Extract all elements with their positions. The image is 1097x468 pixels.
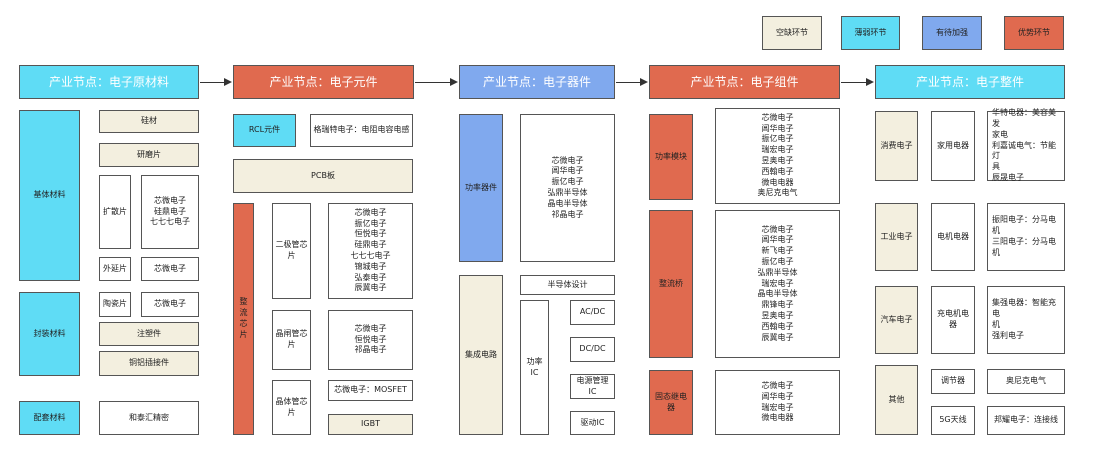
category-rectifier-bridge: 整流桥	[649, 210, 693, 358]
item-5g-antenna: 5G天线	[931, 406, 975, 435]
item-charger-appliances: 充电机电器	[931, 286, 975, 354]
company-list: 芯微电子：MOSFET	[328, 380, 413, 401]
header-assemblies: 产业节点：电子组件	[649, 65, 840, 99]
category-power-devices: 功率器件	[459, 114, 503, 262]
item-grinding-wafer: 研磨片	[99, 143, 199, 167]
item-semiconductor-design: 半导体设计	[520, 275, 615, 295]
header-devices: 产业节点：电子器件	[459, 65, 615, 99]
category-industrial-electronics: 工业电子	[875, 203, 918, 271]
legend-improve: 有待加强	[922, 16, 982, 50]
item-epitaxial-wafer: 外延片	[99, 257, 131, 281]
category-other: 其他	[875, 365, 918, 435]
category-consumer-electronics: 消费电子	[875, 111, 918, 181]
category-integrated-circuits: 集成电路	[459, 275, 503, 435]
company-list: 芯微电子	[141, 292, 199, 317]
item-pcb: PCB板	[233, 159, 413, 193]
header-raw-materials: 产业节点：电子原材料	[19, 65, 199, 99]
item-dc-dc: DC/DC	[570, 337, 615, 362]
category-packaging-materials: 封装材料	[19, 292, 80, 376]
item-home-appliances: 家用电器	[931, 111, 975, 181]
company-list: 格瑞特电子：电阻电容电感	[310, 114, 413, 147]
item-transistor-chip: 晶体管芯 片	[272, 380, 311, 435]
category-rectifier-chip: 整流 芯片	[233, 203, 254, 435]
category-supporting-materials: 配套材料	[19, 401, 80, 435]
item-ac-dc: AC/DC	[570, 300, 615, 325]
company-list: 集强电器：智能充电 机 强利电子	[987, 286, 1065, 354]
flow-arrow	[841, 77, 874, 86]
item-thyristor-chip: 晶闸管芯 片	[272, 310, 311, 370]
category-automotive-electronics: 汽车电子	[875, 286, 918, 354]
company-list: 奥尼克电气	[987, 369, 1065, 394]
item-rcl-components: RCL元件	[233, 114, 296, 147]
flow-arrow	[200, 77, 232, 86]
category-solid-state-relay: 固态继电器	[649, 370, 693, 435]
category-base-materials: 基体材料	[19, 110, 80, 281]
company-list: 芯微电子	[141, 257, 199, 281]
company-list: 芯微电子 恒悦电子 祁晶电子	[328, 310, 413, 370]
item-injection-molded: 注塑件	[99, 322, 199, 346]
flow-arrow	[616, 77, 648, 86]
item-ceramic-wafer: 陶瓷片	[99, 292, 131, 317]
header-components: 产业节点：电子元件	[233, 65, 414, 99]
company-list: 芯微电子 阊华电子 新飞电子 振亿电子 弘鼎半导体 瑞宏电子 晶电半导体 鼎锋电…	[715, 210, 840, 358]
item-copper-aluminum-connectors: 铜铝插接件	[99, 351, 199, 376]
company-list: 芯微电子 阊华电子 振亿电子 弘鼎半导体 晶电半导体 祁晶电子	[520, 114, 615, 262]
company-list: 芯微电子 阊华电子 振亿电子 瑞宏电子 昱奥电子 西翰电子 微电电器 奥尼克电气	[715, 108, 840, 204]
item-motor-appliances: 电机电器	[931, 203, 975, 271]
legend-weak: 薄弱环节	[841, 16, 900, 50]
category-power-module: 功率模块	[649, 114, 693, 200]
item-diffusion-wafer: 扩散片	[99, 175, 131, 249]
company-list: 振阳电子：分马电机 三阳电子：分马电机	[987, 203, 1065, 271]
company-list: 和泰汇精密	[99, 401, 199, 435]
item-driver-ic: 驱动IC	[570, 411, 615, 435]
company-list: 芯微电子 振亿电子 恒悦电子 硅鼎电子 七七七电子 锦城电子 弘泰电子 辰冀电子	[328, 203, 413, 299]
legend-gap: 空缺环节	[762, 16, 822, 50]
company-list: 华特电器：美容美发 家电 利嘉诚电气：节能灯 具 辰晟电子	[987, 108, 1065, 182]
item-power-management-ic: 电源管理IC	[570, 374, 615, 399]
company-list: 邦耀电子：连接线	[987, 406, 1065, 435]
item-diode-chip: 二极管芯 片	[272, 203, 311, 299]
company-list: 芯微电子 硅鼎电子 七七七电子	[141, 175, 199, 249]
flow-arrow	[415, 77, 458, 86]
header-complete-products: 产业节点：电子整件	[875, 65, 1065, 99]
item-power-ic: 功率 IC	[520, 300, 549, 435]
company-list: 芯微电子 阊华电子 瑞宏电子 微电电器	[715, 370, 840, 435]
item-silicon: 硅材	[99, 110, 199, 133]
item-regulator: 调节器	[931, 369, 975, 394]
item-igbt: IGBT	[328, 414, 413, 435]
legend-advantage: 优势环节	[1004, 16, 1064, 50]
